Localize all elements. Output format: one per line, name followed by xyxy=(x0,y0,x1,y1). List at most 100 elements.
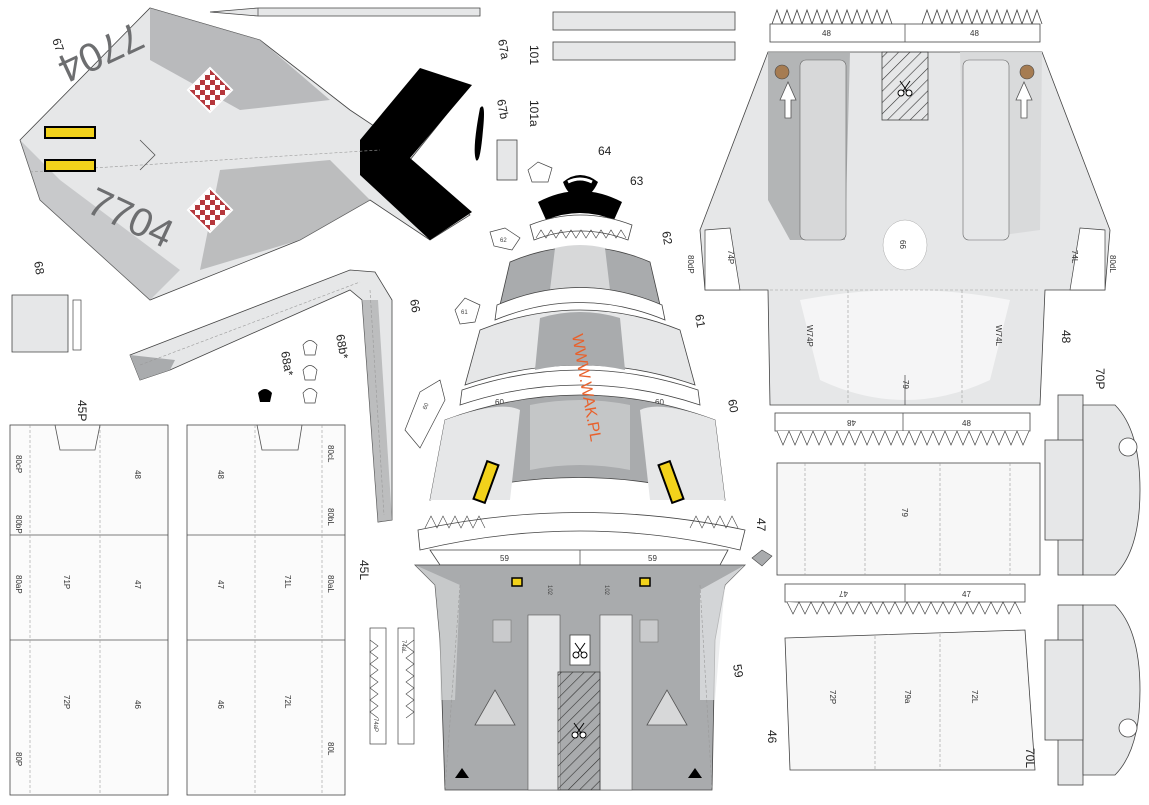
label-60: 60 xyxy=(725,398,741,414)
label-67b: 67b xyxy=(494,98,511,120)
label-70P: 70P xyxy=(1093,368,1107,389)
part-70P xyxy=(1044,394,1141,576)
panel-48-80dP: 80dP xyxy=(686,255,695,274)
panel-102-left: 102 xyxy=(546,585,552,596)
part-101-strip-a xyxy=(552,11,736,31)
part-61-tab xyxy=(454,297,481,325)
strip-74aL: 74aL xyxy=(400,640,406,654)
label-68b: 68b* xyxy=(333,333,351,360)
part-61 xyxy=(464,309,696,386)
part-101a xyxy=(496,139,518,181)
band-47-right: 47 xyxy=(962,590,971,599)
panel-48-74L: 74L xyxy=(1070,250,1079,264)
part-68b xyxy=(302,340,318,404)
strip-74aP: 74aP xyxy=(372,718,378,732)
band-48-left: 48 xyxy=(822,29,831,38)
part-66 xyxy=(129,269,393,523)
part-48 xyxy=(699,23,1111,406)
part-60-tab xyxy=(404,379,446,449)
part-60 xyxy=(429,394,726,505)
label-101a: 101a xyxy=(527,100,541,127)
part-67b xyxy=(474,106,484,161)
panel-48-W74L: W74L xyxy=(994,325,1003,346)
panel-45L-47: 47 xyxy=(216,580,225,589)
serr-60-left: 60 xyxy=(495,398,504,407)
band-59-right: 59 xyxy=(648,554,657,563)
part-45P xyxy=(9,424,169,796)
panel-45P-80P: 80P xyxy=(14,752,23,766)
label-68a: 68a* xyxy=(278,350,296,377)
label-68: 68 xyxy=(31,260,47,276)
panel-48-79: 79 xyxy=(901,380,910,389)
band2-48-left: 48 xyxy=(847,418,856,427)
panel-102-right: 102 xyxy=(603,585,609,596)
label-45P: 45P xyxy=(75,400,89,421)
part-64-tab xyxy=(527,161,553,183)
panel-48-80dL: 80dL xyxy=(1108,255,1117,273)
panel-45L-48: 48 xyxy=(216,470,225,479)
part-63 xyxy=(538,191,622,220)
checkerboard-roundel-icon xyxy=(186,66,234,114)
serr-60-right: 60 xyxy=(655,398,664,407)
band-59-left: 59 xyxy=(500,554,509,563)
part-59-band xyxy=(429,549,729,566)
panel-45P-80cP: 80cP xyxy=(14,455,23,473)
panel-45L-46: 46 xyxy=(216,700,225,709)
panel-45P-48: 48 xyxy=(133,470,142,479)
panel-48-W74P: W74P xyxy=(805,325,814,347)
part-63-serrated xyxy=(529,214,633,241)
label-67: 67 xyxy=(49,36,67,54)
scissors-icon xyxy=(571,722,587,739)
part-67a-probe xyxy=(209,7,481,17)
part-59 xyxy=(414,564,746,791)
panel-45P-80aP: 80aP xyxy=(14,575,23,594)
label-48: 48 xyxy=(1059,330,1073,344)
panel-45L-71L: 71L xyxy=(283,575,292,589)
panel-45L-80L: 80L xyxy=(326,742,335,756)
part-45L xyxy=(186,424,346,796)
part-67-wing: 7704 7704 xyxy=(19,7,472,301)
tab-62-label: 62 xyxy=(500,238,507,244)
label-66: 66 xyxy=(407,298,423,314)
panel-48-66: 66 xyxy=(898,240,907,249)
part-60-serrated xyxy=(417,512,746,551)
label-63: 63 xyxy=(630,174,644,188)
part-68 xyxy=(11,294,69,353)
label-59: 59 xyxy=(730,663,746,679)
panel-45P-72P: 72P xyxy=(62,695,71,709)
label-45L: 45L xyxy=(357,560,371,580)
panel-48-74P: 74P xyxy=(726,250,735,264)
part-68-strip xyxy=(72,299,82,351)
label-67a: 67a xyxy=(495,38,512,60)
label-47: 47 xyxy=(754,518,768,532)
scissors-icon xyxy=(572,642,588,659)
part-61-serrated xyxy=(459,369,701,406)
label-46: 46 xyxy=(765,730,779,744)
checkerboard-roundel-icon xyxy=(186,186,234,234)
panel-46-72P: 72P xyxy=(828,690,837,704)
part-68a xyxy=(258,389,272,402)
part-47-tab xyxy=(751,549,773,567)
panel-45L-80aL: 80aL xyxy=(326,575,335,593)
part-47-band xyxy=(784,583,1026,615)
panel-45L-80bL: 80bL xyxy=(326,508,335,526)
part-47 xyxy=(776,462,1041,576)
label-70L: 70L xyxy=(1023,748,1037,768)
panel-47-79: 79 xyxy=(900,508,909,517)
panel-45P-80bP: 80bP xyxy=(14,515,23,534)
tab-61-label: 61 xyxy=(461,310,468,316)
part-70L xyxy=(1044,604,1141,786)
part-62-tab xyxy=(489,227,521,251)
part-74a-strips xyxy=(369,627,415,745)
scissors-icon xyxy=(897,80,913,97)
panel-45P-46: 46 xyxy=(133,700,142,709)
band-47-left: 47 xyxy=(839,589,848,598)
band-48-right: 48 xyxy=(970,29,979,38)
label-101: 101 xyxy=(527,45,541,65)
panel-45L-72L: 72L xyxy=(283,695,292,709)
panel-45P-71P: 71P xyxy=(62,575,71,589)
part-101-strip-b xyxy=(552,41,736,61)
label-61: 61 xyxy=(692,313,708,329)
panel-45L-80cL: 80cL xyxy=(326,445,335,463)
